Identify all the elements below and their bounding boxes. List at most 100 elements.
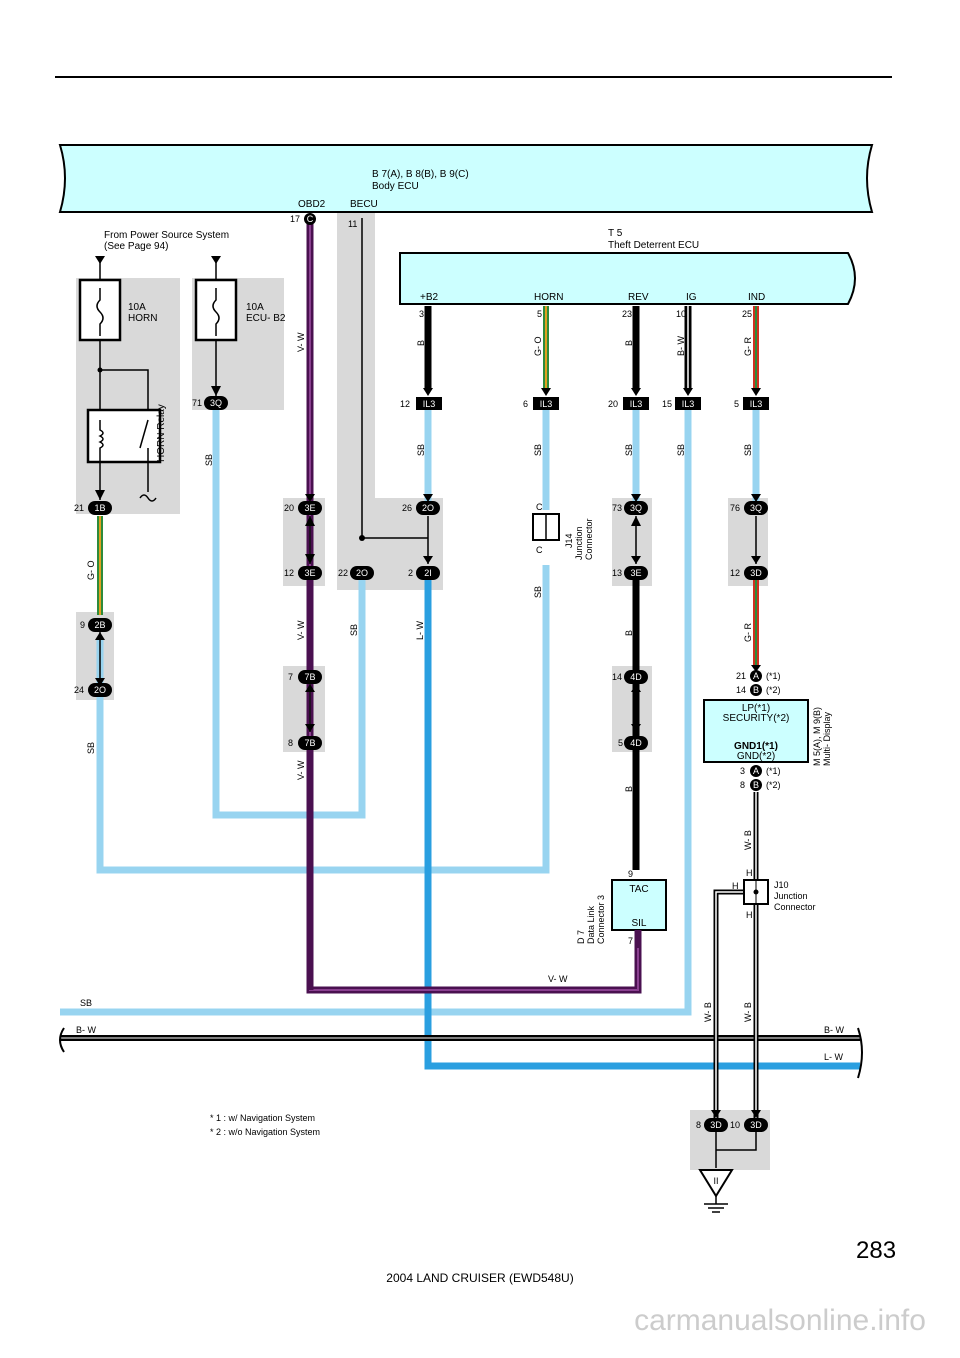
md-lp: LP(*1): [742, 703, 770, 714]
svg-text:SB: SB: [416, 444, 426, 456]
il3-6: IL3 6: [523, 397, 559, 410]
multi-display-box: [703, 699, 809, 763]
theft-ecu-title: T 5: [608, 228, 623, 239]
svg-text:IL3: IL3: [540, 399, 553, 409]
svg-text:SB: SB: [624, 444, 634, 456]
svg-text:12: 12: [400, 399, 410, 409]
dlc-label3: Connector 3: [596, 895, 606, 944]
svg-text:G- R: G- R: [743, 623, 753, 642]
svg-text:L- W: L- W: [824, 1052, 844, 1062]
pill-1B: 1B 21: [74, 501, 112, 515]
il3-15: IL3 15: [662, 397, 701, 410]
svg-text:4D: 4D: [630, 738, 642, 748]
svg-text:73: 73: [612, 503, 622, 513]
svg-text:76: 76: [730, 503, 740, 513]
svg-text:C: C: [536, 502, 543, 512]
dlc-sil: SIL: [631, 918, 646, 929]
right-bracket: [857, 1027, 863, 1079]
svg-text:8: 8: [740, 780, 745, 790]
svg-text:(*1): (*1): [766, 671, 781, 681]
svg-text:15: 15: [662, 399, 672, 409]
svg-text:3E: 3E: [304, 503, 315, 513]
svg-text:8: 8: [288, 738, 293, 748]
svg-text:2I: 2I: [424, 568, 432, 578]
svg-text:V- W: V- W: [296, 620, 306, 640]
svg-text:3D: 3D: [710, 1120, 722, 1130]
md-pins: A 21 (*1) B 14 (*2) A 3 (*1) B 8 (*2): [736, 670, 781, 791]
svg-text:13: 13: [612, 568, 622, 578]
svg-text:3Q: 3Q: [630, 503, 642, 513]
svg-text:7: 7: [288, 672, 293, 682]
md-gnd1: GND1(*1): [734, 741, 778, 752]
svg-text:3: 3: [740, 766, 745, 776]
j14-label2: Junction: [574, 526, 584, 560]
pill-3D-12: 3D 12: [730, 566, 768, 580]
svg-text:B- W: B- W: [676, 335, 686, 356]
svg-text:5: 5: [734, 399, 739, 409]
j10-label2: Junction: [774, 891, 808, 901]
svg-text:4D: 4D: [630, 672, 642, 682]
svg-text:IL3: IL3: [682, 399, 695, 409]
wire-labels: V- W B G- O B B- W G- R SB SB SB SB SB S…: [76, 332, 845, 1062]
svg-text:7B: 7B: [304, 672, 315, 682]
svg-text:C: C: [536, 545, 543, 555]
pin-horn: 5: [537, 309, 542, 319]
svg-text:1B: 1B: [94, 503, 105, 513]
pill-3Q-73: 3Q 73: [612, 501, 648, 515]
svg-text:24: 24: [74, 685, 84, 695]
md-gnd: GND(*2): [737, 751, 775, 762]
obd2-conn: C: [307, 214, 314, 224]
svg-text:12: 12: [284, 568, 294, 578]
shaded-regions: [76, 212, 770, 1170]
dlc-tac: TAC: [629, 884, 648, 895]
svg-text:20: 20: [284, 503, 294, 513]
becu-label: BECU: [350, 199, 378, 210]
dlc-label2: Data Link: [586, 905, 596, 944]
svg-text:SB: SB: [204, 454, 214, 466]
svg-text:SB: SB: [86, 742, 96, 754]
pill-3E-13: 3E 13: [612, 566, 648, 580]
svg-text:6: 6: [523, 399, 528, 409]
j10-label1: J10: [774, 880, 789, 890]
pill-2O-24: 2O 24: [74, 683, 112, 697]
power-source-line1: From Power Source System: [104, 230, 229, 241]
terminal-rev: REV: [628, 292, 649, 303]
svg-text:5: 5: [618, 738, 623, 748]
il3-5: IL3 5: [734, 397, 769, 410]
svg-text:71: 71: [192, 398, 202, 408]
svg-text:14: 14: [612, 672, 622, 682]
left-bracket: [59, 1027, 65, 1053]
svg-text:SB: SB: [349, 624, 359, 636]
svg-text:21: 21: [736, 671, 746, 681]
power-source-line2: (See Page 94): [104, 241, 169, 252]
body-ecu-panel: [58, 144, 874, 213]
svg-text:IL3: IL3: [630, 399, 643, 409]
svg-text:22: 22: [338, 568, 348, 578]
svg-text:2O: 2O: [422, 503, 434, 513]
dlc-pin7: 7: [628, 936, 633, 946]
fuse-horn-name: HORN: [128, 313, 157, 324]
j10-connector: H H H: [732, 868, 769, 920]
terminal-horn: HORN: [534, 292, 563, 303]
svg-text:12: 12: [730, 568, 740, 578]
svg-text:14: 14: [736, 685, 746, 695]
ground-symbol: II: [698, 1169, 734, 1213]
theft-ecu-subtitle: Theft Deterrent ECU: [608, 240, 699, 251]
svg-text:W- B: W- B: [743, 830, 753, 850]
svg-text:W- B: W- B: [743, 1002, 753, 1022]
svg-text:20: 20: [608, 399, 618, 409]
svg-text:G- O: G- O: [86, 561, 96, 581]
svg-text:(*1): (*1): [766, 766, 781, 776]
fuse-ecu-name: ECU- B2: [246, 313, 286, 324]
pill-3E-20: 3E 20: [284, 501, 322, 515]
theft-ecu-panel: [399, 252, 856, 305]
svg-text:G- O: G- O: [533, 337, 543, 357]
fuse-ecu-b2: [194, 278, 238, 342]
svg-text:(*2): (*2): [766, 685, 781, 695]
svg-text:SB: SB: [533, 444, 543, 456]
il3-12: IL3 12: [400, 397, 442, 410]
page-footer: 2004 LAND CRUISER (EWD548U): [386, 1271, 573, 1285]
note-2: * 2 : w/o Navigation System: [210, 1127, 320, 1137]
svg-text:B- W: B- W: [824, 1025, 845, 1035]
